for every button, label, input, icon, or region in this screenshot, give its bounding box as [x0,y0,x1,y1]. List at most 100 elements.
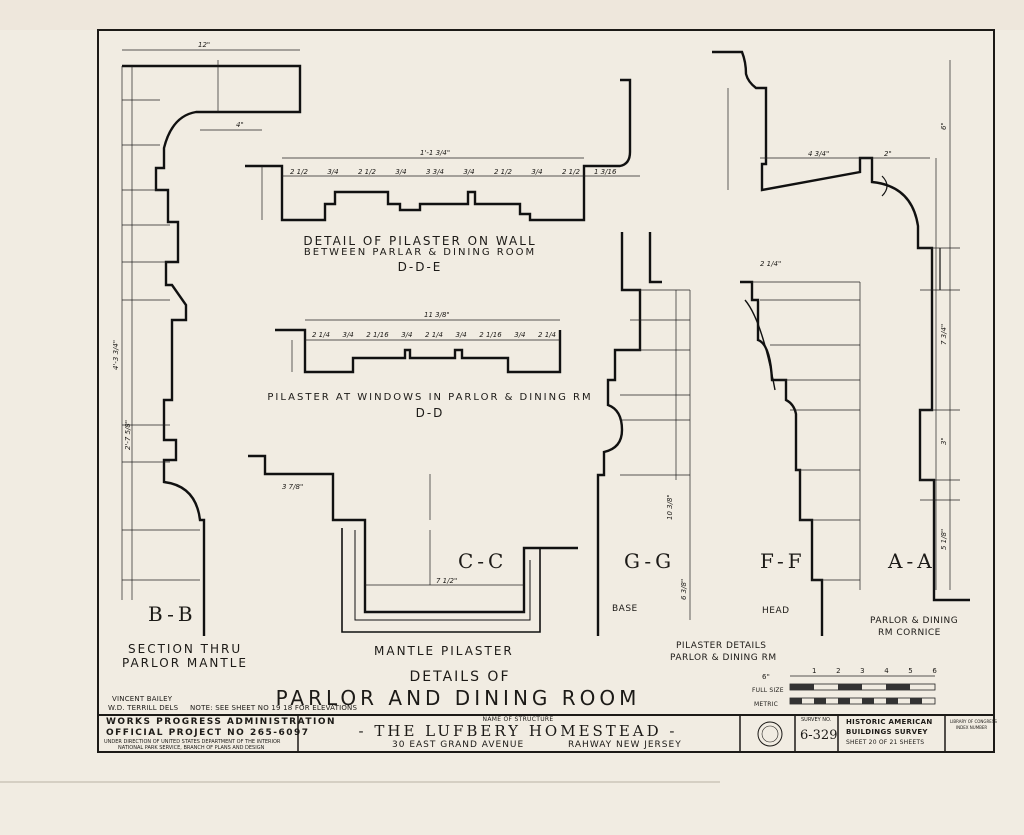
dim-dbe-overall: 1'-1 3/4" [420,149,451,157]
dbe-part: 2 1/2 [562,168,580,176]
dd-part: 2 1/4 [425,331,443,339]
mantle-pilaster-cc-dims [365,474,524,586]
wpa-line-4: National Park Service, Branch of Plans a… [118,745,265,751]
dd-part: 3/4 [455,331,467,339]
dbe-title-2: Between Parlar & Dining Room [303,247,537,258]
survey-label: Survey No. [801,717,832,723]
pilaster-details-caption-1: Pilaster Details [676,641,767,651]
dim-cc-inner: 7 1/2" [436,577,458,585]
pilaster-gg-base-profile [596,232,662,636]
structure-name-label: Name of Structure [482,716,554,723]
dbe-part: 2 1/2 [494,168,512,176]
dim-bb-vert-total: 4'-3 3/4" [112,339,120,370]
cornice-aa-profile [712,50,970,602]
scale-number: 3 [860,667,865,675]
dim-aa-3: 3" [940,437,948,445]
pilaster-dbe-dims [261,157,640,220]
dbe-part: 3/4 [463,168,475,176]
scale-number: 4 [884,667,889,675]
pilaster-dd-dims [291,319,560,372]
dim-aa-top: 4 3/4" [808,150,830,158]
structure-address: 30 East Grand Avenue [392,740,525,750]
survey-number: 6-329 [800,728,838,743]
structure-city: Rahway New Jersey [568,740,682,750]
dim-ff-top: 2 1/4" [760,260,782,268]
dbe-part: 3 3/4 [426,168,444,176]
structure-name: - The Lufbery Homestead - [358,722,678,740]
aa-caption-2: Rm Cornice [878,628,941,638]
habs-line-2: Buildings Survey [846,728,928,736]
label-gg: G-G [624,549,676,573]
dd-part: 2 1/4 [538,331,556,339]
bb-caption-2: Parlor Mantle [122,656,249,670]
scale-full-size: Full Size [752,687,784,694]
dim-bb-top: 12" [198,41,211,49]
bb-caption-1: Section Thru [128,642,243,656]
dd-title-1: Pilaster at windows in Parlor & Dining R… [267,392,593,403]
dbe-dimension-parts: 2 1/2 3/4 2 1/2 3/4 3 3/4 3/4 2 1/2 3/4 … [290,168,580,176]
mantle-pilaster-cc-profile [248,454,578,633]
drawing-title-1: Details of [409,669,511,685]
dim-aa-5: 5 1/8" [940,528,948,550]
dim-dd-overall: 11 3/8" [424,311,450,319]
dbe-part: 3/4 [531,168,543,176]
delineator-1: Vincent Bailey [112,695,173,703]
dim-gg-10: 10 3/8" [666,494,674,520]
dd-part: 3/4 [514,331,526,339]
label-aa: A-A [888,549,936,573]
dim-gg-total: 6 3/8" [680,578,688,600]
cornice-aa-dims [727,60,960,590]
wpa-line-3: Under direction of United States Departm… [104,739,281,745]
dbe-title-3: D-D-E [397,260,443,274]
index-label-2: Index Number [956,725,988,730]
dd-part: 2 1/16 [479,331,502,339]
mantle-pilaster-caption: Mantle Pilaster [374,644,514,658]
scale-numbers: 1 2 3 4 5 6 [812,667,937,675]
label-bb: B-B [148,602,197,626]
title-block-frame [297,715,946,752]
dim-aa-6: 6" [940,122,948,130]
drawing-title-2: Parlor and Dining Room [275,686,641,710]
scale-metric: Metric [754,701,778,708]
dbe-part: 2 1/2 [290,168,308,176]
wpa-line-2: Official Project No 265-6097 [106,728,310,738]
dd-part: 3/4 [342,331,354,339]
dd-part: 2 1/4 [312,331,330,339]
wpa-line-1: Works Progress Administration [106,717,337,727]
pilaster-details-caption-2: Parlor & Dining Rm [670,653,777,663]
scale-number: 5 [908,667,913,675]
scale-number: 6 [932,667,937,675]
dd-dimension-parts: 2 1/4 3/4 2 1/16 3/4 2 1/4 3/4 2 1/16 3/… [312,331,556,339]
section-bb-dims [121,49,300,600]
label-cc: C-C [458,549,508,573]
section-bb-profile [122,64,302,636]
index-label-1: Library of Congress [950,719,997,724]
dim-aa-7: 7 3/4" [940,323,948,345]
gg-base-caption: Base [612,604,638,614]
pilaster-ff-dims [752,281,861,590]
habs-line-1: Historic American [846,718,933,726]
aa-caption-1: Parlor & Dining [870,616,959,626]
pilaster-dd-profile [275,328,562,374]
scale-number: 2 [836,667,841,675]
dim-bb-vert-mid: 2'-7 5/8" [124,419,132,450]
dbe-part: 2 1/2 [358,168,376,176]
dd-part: 3/4 [401,331,413,339]
pilaster-dbe-profile [245,78,632,222]
pilaster-gg-dims [620,289,691,620]
dim-bb-4: 4" [236,121,244,129]
scale-inches: 6" [762,673,771,681]
label-ff: F-F [760,549,806,573]
elevation-note: Note: See sheet No 19 18 for elevations [190,704,358,712]
dbe-part: 3/4 [327,168,339,176]
dbe-part: 3/4 [395,168,407,176]
dbe-title-1: Detail of Pilaster on Wall [303,234,537,248]
dim-aa-2: 2" [884,150,892,158]
sheet-border [97,29,995,753]
graphic-scale [789,675,936,705]
scale-number: 1 [812,667,817,675]
dim-cc-left: 3 7/8" [282,483,304,491]
dd-part: 2 1/16 [366,331,389,339]
ff-head-caption: Head [762,606,790,616]
